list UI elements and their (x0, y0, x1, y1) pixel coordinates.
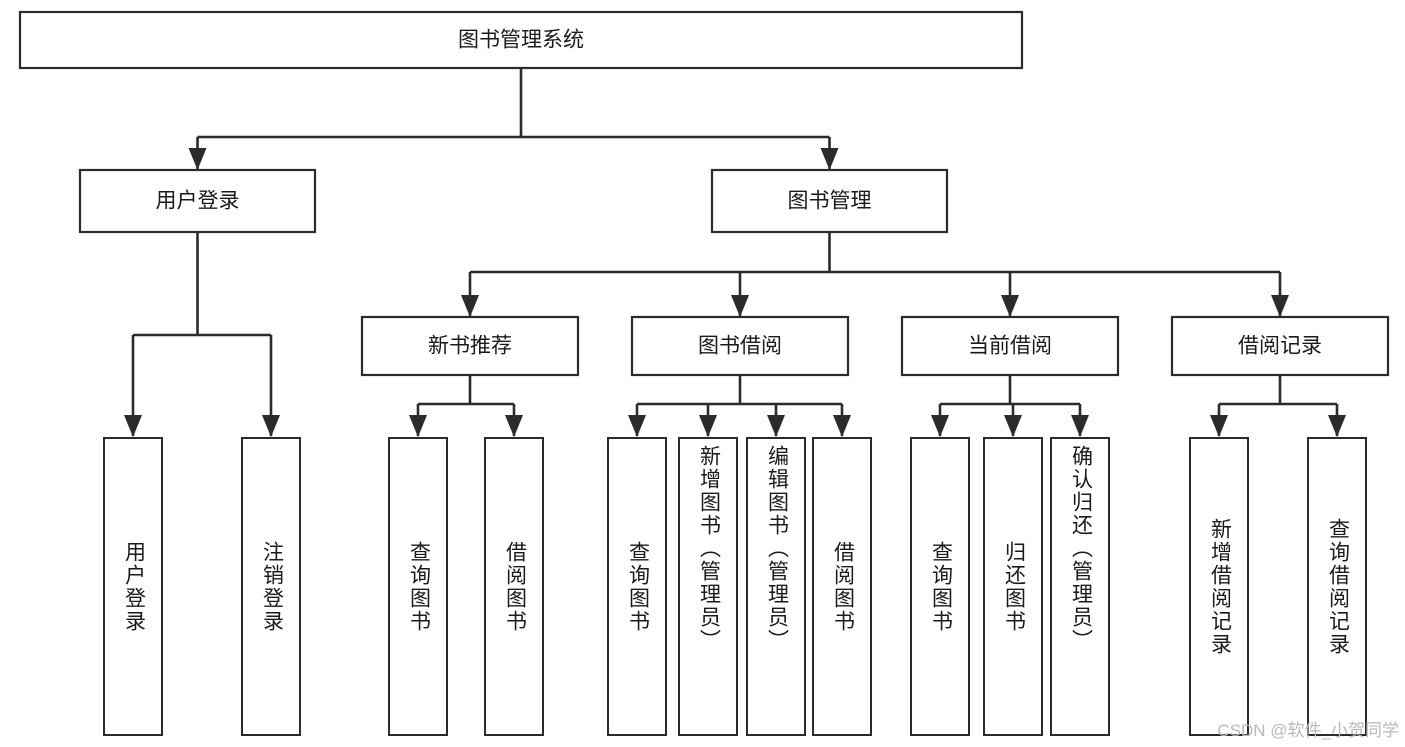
node-l2-用户登录[interactable]: 用户登录 (78, 168, 317, 234)
leaf-node-label: 新增借阅记录 (1208, 517, 1232, 656)
leaf-node-label: 注销登录 (260, 540, 284, 633)
node-label: 新书推荐 (428, 335, 512, 358)
node-label: 当前借阅 (968, 335, 1052, 358)
arrow-head-icon (931, 415, 949, 437)
leaf-node-label: 查询借阅记录 (1326, 517, 1350, 656)
leaf-node-label: 归还图书 (1002, 540, 1026, 633)
arrow-head-icon (1271, 295, 1289, 317)
leaf-node-label: 查询图书 (929, 540, 953, 633)
node-label: 借阅记录 (1238, 335, 1322, 358)
node-l3-图书借阅[interactable]: 图书借阅 (630, 315, 850, 377)
arrow-head-icon (1001, 295, 1019, 317)
arrow-head-icon (833, 415, 851, 437)
node-l3-当前借阅[interactable]: 当前借阅 (900, 315, 1120, 377)
watermark-text: CSDN @软件_小贺同学 (1217, 721, 1399, 740)
leaf-node-查询图书[interactable]: 查询图书 (607, 437, 667, 736)
leaf-node-label: 借阅图书 (831, 540, 855, 633)
node-label: 用户登录 (156, 190, 240, 213)
leaf-node-label: 查询图书 (626, 540, 650, 633)
node-l3-新书推荐[interactable]: 新书推荐 (360, 315, 580, 377)
leaf-node-新增借阅记录[interactable]: 新增借阅记录 (1189, 437, 1249, 736)
leaf-node-归还图书[interactable]: 归还图书 (983, 437, 1043, 736)
arrow-head-icon (767, 415, 785, 437)
leaf-node-借阅图书[interactable]: 借阅图书 (812, 437, 872, 736)
node-label: 图书借阅 (698, 335, 782, 358)
leaf-node-用户登录[interactable]: 用户登录 (103, 437, 163, 736)
node-l3-借阅记录[interactable]: 借阅记录 (1170, 315, 1390, 377)
arrow-head-icon (124, 415, 142, 437)
arrow-head-icon (1210, 415, 1228, 437)
leaf-node-label: 用户登录 (122, 540, 146, 633)
arrow-head-icon (731, 295, 749, 317)
leaf-node-查询借阅记录[interactable]: 查询借阅记录 (1307, 437, 1367, 736)
connector-layer (124, 68, 1346, 437)
leaf-node-确认归还管理员[interactable]: 确认归还（管理员） (1050, 437, 1110, 736)
arrow-head-icon (188, 148, 207, 170)
arrow-head-icon (820, 148, 839, 170)
arrow-head-icon (628, 415, 646, 437)
arrow-head-icon (1004, 415, 1022, 437)
arrow-head-icon (699, 415, 717, 437)
leaf-node-label: 确认归还（管理员） (1069, 445, 1093, 652)
leaf-node-注销登录[interactable]: 注销登录 (241, 437, 301, 736)
arrow-head-icon (262, 415, 280, 437)
leaf-node-查询图书[interactable]: 查询图书 (388, 437, 448, 736)
node-label: 图书管理系统 (458, 29, 584, 52)
leaf-node-新增图书管理员[interactable]: 新增图书（管理员） (678, 437, 738, 736)
arrow-head-icon (1071, 415, 1089, 437)
arrow-head-icon (1328, 415, 1346, 437)
node-l2-图书管理[interactable]: 图书管理 (710, 168, 949, 234)
arrow-head-icon (505, 415, 523, 437)
leaf-node-编辑图书管理员[interactable]: 编辑图书（管理员） (746, 437, 806, 736)
node-root-图书管理系统[interactable]: 图书管理系统 (18, 10, 1024, 70)
leaf-node-借阅图书[interactable]: 借阅图书 (484, 437, 544, 736)
node-label: 图书管理 (788, 190, 872, 213)
arrow-head-icon (409, 415, 427, 437)
leaf-node-label: 查询图书 (407, 540, 431, 633)
leaf-node-label: 新增图书（管理员） (697, 445, 721, 652)
leaf-node-查询图书[interactable]: 查询图书 (910, 437, 970, 736)
leaf-node-label: 编辑图书（管理员） (765, 445, 789, 652)
leaf-node-label: 借阅图书 (503, 540, 527, 633)
arrow-head-icon (461, 295, 479, 317)
